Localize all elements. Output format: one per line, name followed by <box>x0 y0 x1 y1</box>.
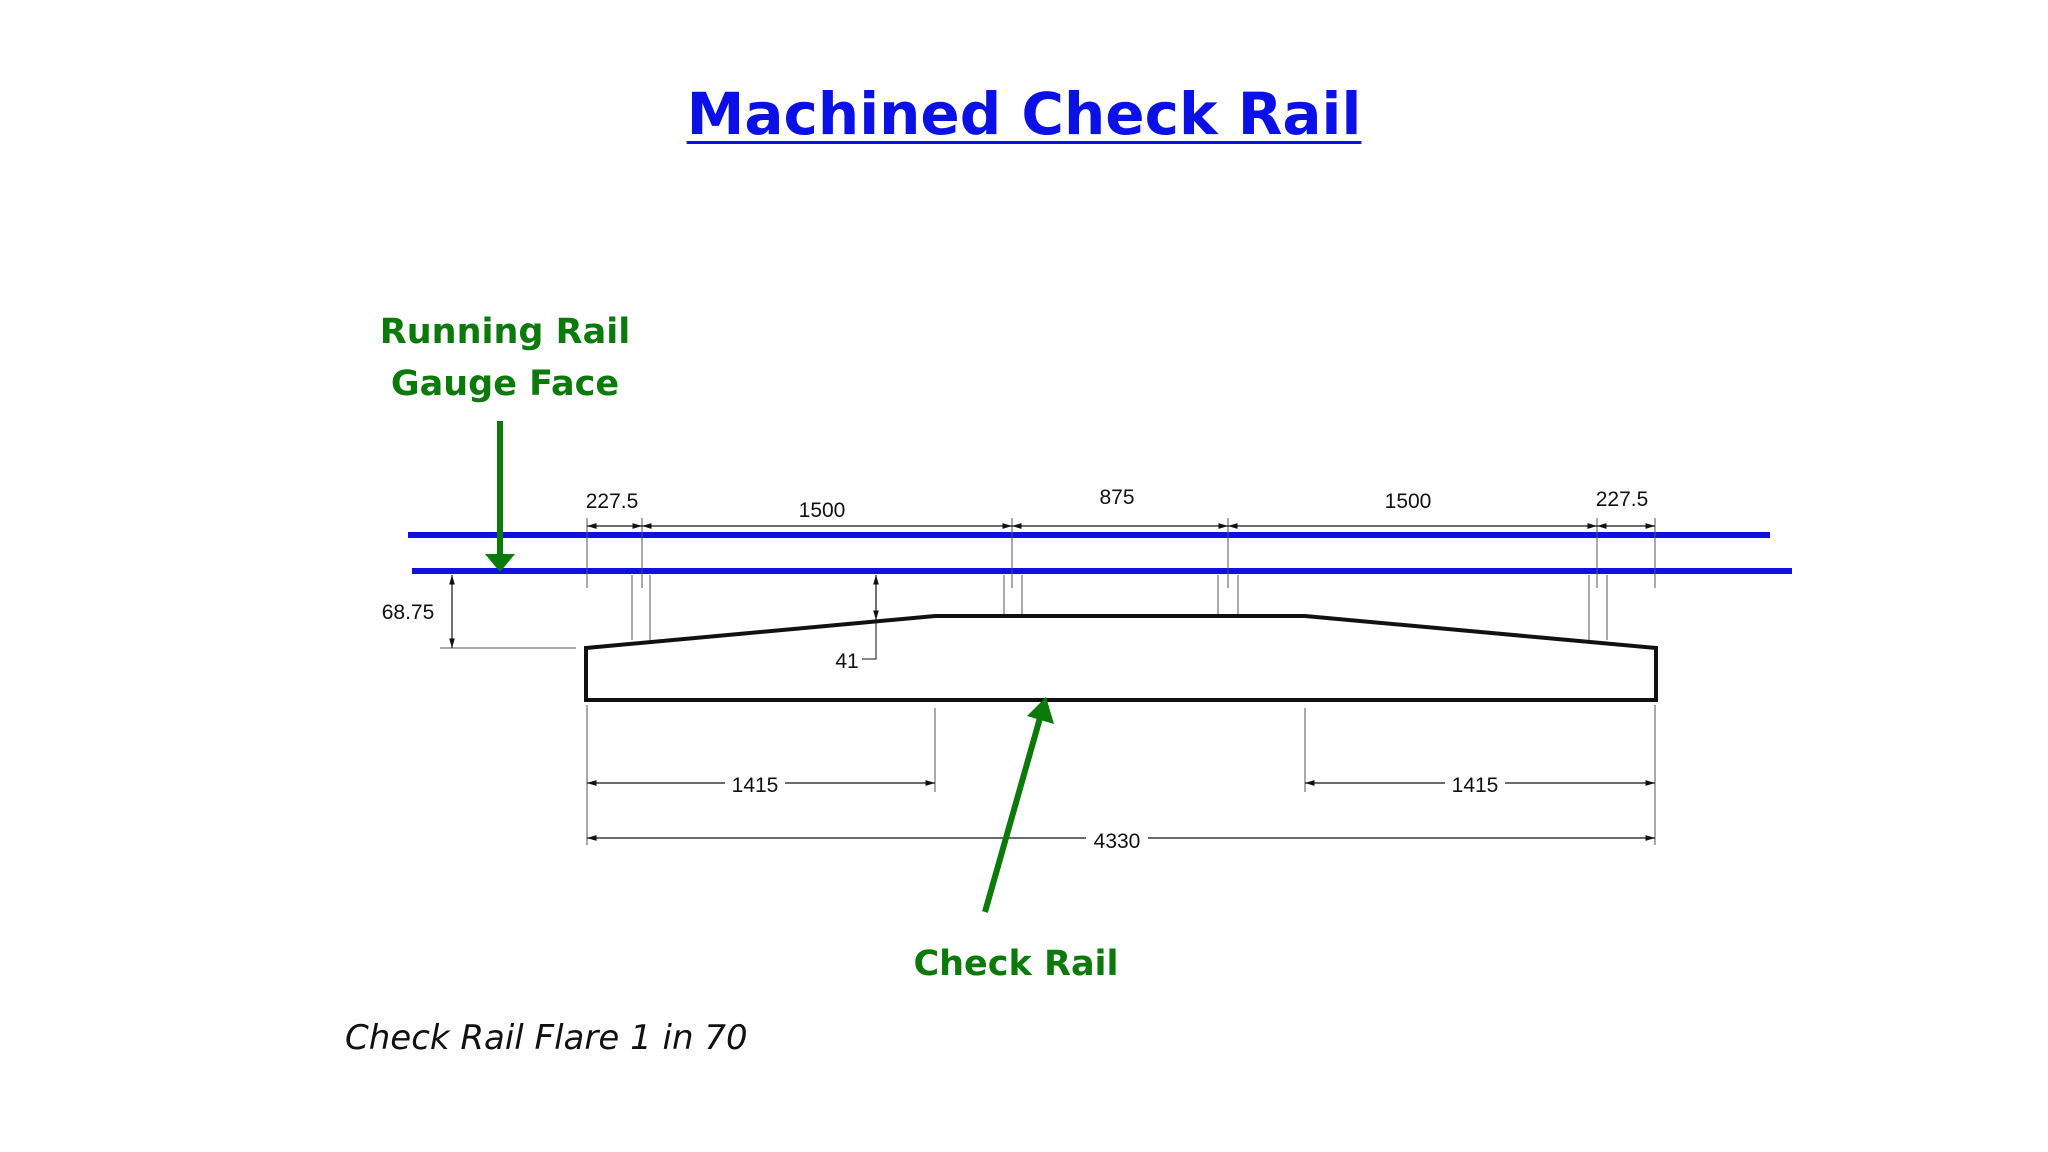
dim-41: 41 <box>835 650 858 673</box>
check-rail-arrow-icon <box>1027 697 1054 724</box>
check-rail-body <box>584 614 1658 702</box>
dim-4330: 4330 <box>1094 830 1141 853</box>
check-rail-label: Check Rail <box>913 944 1119 984</box>
right-taper-label-bg <box>1445 770 1505 796</box>
bottom-extension-lines <box>586 705 1656 845</box>
overall-length-label-bg <box>1086 825 1148 851</box>
running-rail-arrow-icon <box>485 554 515 572</box>
dim-1500-right: 1500 <box>1385 490 1432 513</box>
running-rail-label: Running Rail <box>379 312 631 352</box>
dim-1415-left: 1415 <box>732 774 779 797</box>
page-title: Machined Check Rail <box>686 80 1362 148</box>
check-rail-arrow-shaft <box>982 717 1043 913</box>
gauge-face-label: Gauge Face <box>390 364 620 404</box>
dim-875: 875 <box>1099 486 1134 509</box>
dim-227-5-left: 227.5 <box>586 490 639 513</box>
running-rail-callout: Running Rail Gauge Face <box>360 306 650 410</box>
flare-depth-leader <box>862 620 877 660</box>
dim-68-75: 68.75 <box>382 601 435 624</box>
dim-1500-left: 1500 <box>799 499 846 522</box>
flare-note: Check Rail Flare 1 in 70 <box>345 1018 748 1058</box>
extension-lines <box>586 518 1656 640</box>
dim-1415-right: 1415 <box>1452 774 1499 797</box>
dim-227-5-right: 227.5 <box>1596 488 1649 511</box>
left-taper-label-bg <box>725 770 785 796</box>
